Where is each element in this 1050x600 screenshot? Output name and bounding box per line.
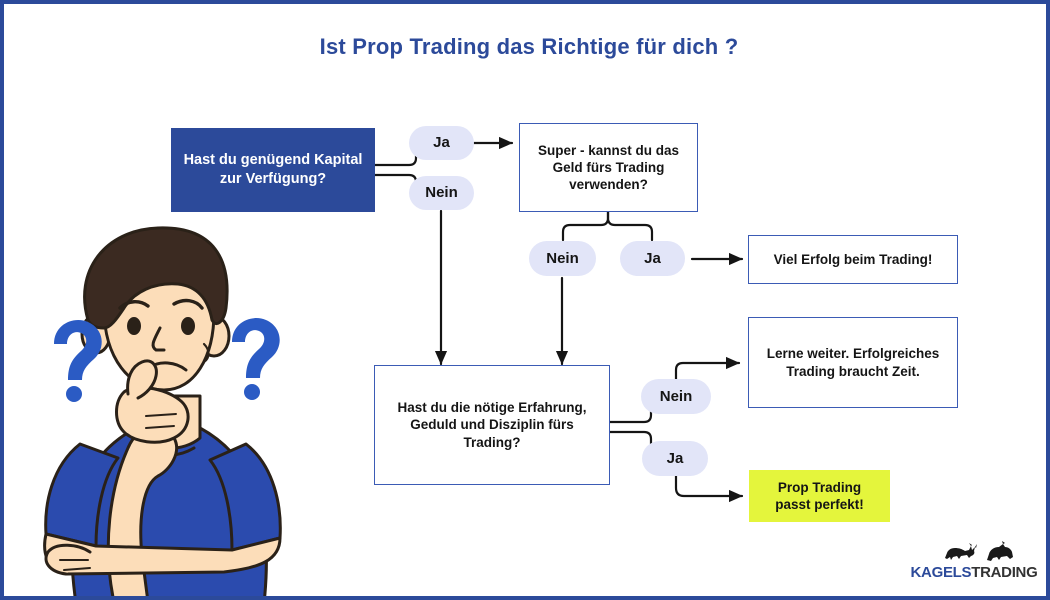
decision-use-money-label: Super - kannst du das Geld fürs Trading … — [537, 142, 680, 193]
page-title: Ist Prop Trading das Richtige für dich ? — [319, 34, 739, 59]
decision-capital-label: Hast du genügend Kapital zur Verfügung? — [183, 152, 363, 187]
outcome-good-luck: Viel Erfolg beim Trading! — [748, 235, 958, 284]
brand-logo: KAGELSTRADING — [909, 540, 1039, 588]
bull-and-bear-icon — [945, 541, 1013, 561]
logo-word-secondary: TRADING — [971, 564, 1038, 581]
edge-label-usemoney-yes-text: Ja — [644, 249, 661, 267]
edge-label-capital-no-text: Nein — [425, 184, 458, 202]
edge-label-experience-no-text: Nein — [659, 387, 693, 405]
edge-label-experience-yes-text: Ja — [666, 449, 684, 467]
decision-use-money: Super - kannst du das Geld fürs Trading … — [519, 123, 698, 212]
outcome-good-luck-label: Viel Erfolg beim Trading! — [773, 251, 933, 267]
edge-label-capital-yes-text: Ja — [433, 134, 450, 152]
edge-label-capital-yes: Ja — [409, 126, 474, 160]
outcome-keep-learning-label: Lerne weiter. Erfolgreiches Trading brau… — [766, 346, 940, 379]
decision-experience-label: Hast du die nötige Erfahrung, Geduld und… — [397, 400, 587, 450]
outcome-prop-trading-fits: Prop Trading passt perfekt! — [749, 470, 890, 522]
thinking-person-illustration — [43, 226, 282, 596]
edge-label-experience-no: Nein — [641, 379, 711, 414]
outcome-prop-trading-fits-label: Prop Trading passt perfekt! — [775, 479, 864, 512]
edge-label-usemoney-no-text: Nein — [546, 249, 579, 267]
decision-experience: Hast du die nötige Erfahrung, Geduld und… — [374, 365, 610, 485]
edge-label-usemoney-no: Nein — [529, 241, 596, 276]
decision-capital: Hast du genügend Kapital zur Verfügung? — [171, 128, 375, 212]
edge-label-capital-no: Nein — [409, 176, 474, 210]
outcome-keep-learning: Lerne weiter. Erfolgreiches Trading brau… — [748, 317, 958, 408]
edge-label-usemoney-yes: Ja — [620, 241, 685, 276]
logo-wordmark: KAGELSTRADING — [909, 564, 1039, 581]
logo-word-primary: KAGELS — [910, 564, 972, 581]
edge-label-experience-yes: Ja — [642, 441, 708, 476]
